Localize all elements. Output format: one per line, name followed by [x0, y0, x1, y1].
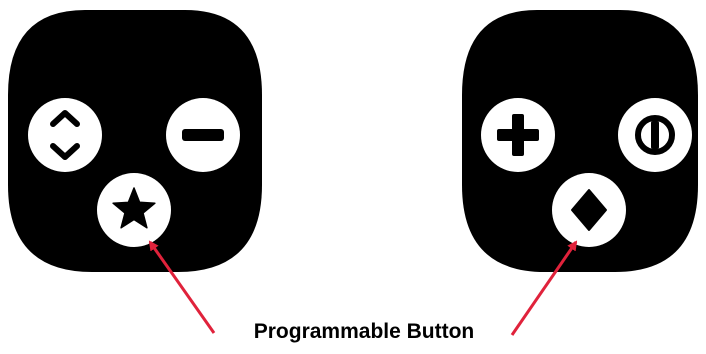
programmable-button-caption: Programmable Button [253, 320, 475, 343]
plus-button[interactable] [481, 98, 555, 172]
up-down-button[interactable] [28, 98, 102, 172]
left-pointer-arrow [148, 240, 216, 334]
power-button[interactable] [618, 98, 692, 172]
right-pointer-arrow [510, 240, 578, 336]
up-down-chevron-icon [50, 110, 80, 160]
right-remote-pad [462, 10, 698, 272]
plus-icon [497, 114, 539, 156]
star-icon [112, 187, 156, 229]
diamond-icon [571, 189, 607, 231]
minus-button[interactable] [166, 98, 240, 172]
star-programmable-button[interactable] [97, 173, 171, 247]
power-icon [635, 115, 675, 155]
diamond-programmable-button[interactable] [552, 173, 626, 247]
left-pad-body [8, 10, 262, 272]
left-remote-pad [8, 10, 262, 272]
right-pad-body [462, 10, 698, 272]
minus-icon [182, 129, 224, 141]
